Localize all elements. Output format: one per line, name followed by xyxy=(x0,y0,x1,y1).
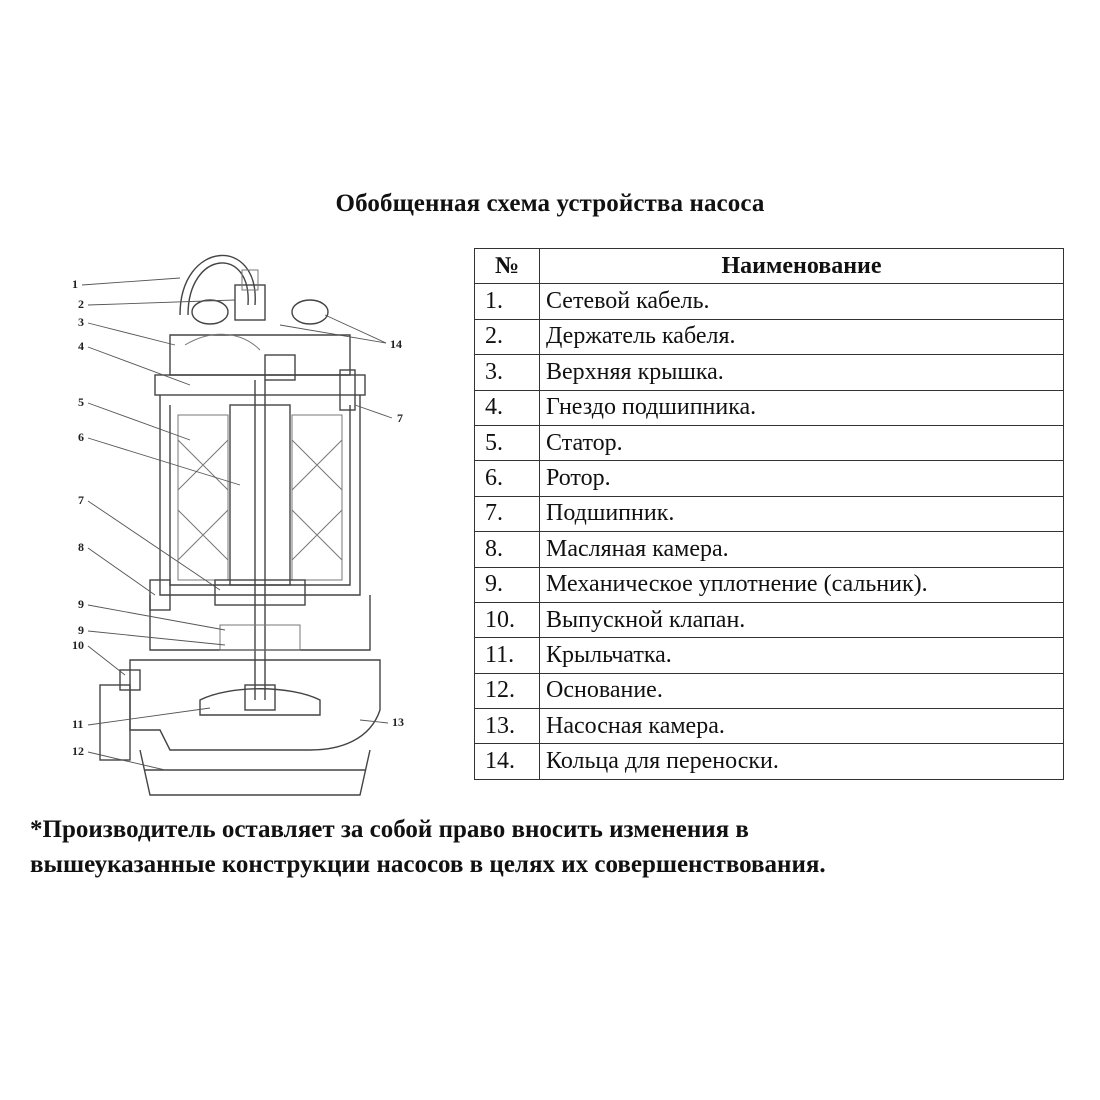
callout-14: 14 xyxy=(390,337,402,351)
lifting-ring-right xyxy=(291,299,329,325)
row-name: Подшипник. xyxy=(539,495,1064,533)
table-row: 9.Механическое уплотнение (сальник). xyxy=(474,566,1064,603)
base-shape xyxy=(139,749,371,796)
row-number: 7. xyxy=(474,495,540,533)
table-row: 5.Статор. xyxy=(474,424,1064,462)
diagram-title: Обобщенная схема устройства насоса xyxy=(335,190,765,217)
callout-7-left: 7 xyxy=(78,493,84,507)
row-name: Статор. xyxy=(539,424,1064,462)
rotor-shape xyxy=(229,404,291,586)
callout-11: 11 xyxy=(72,717,83,731)
stator-right xyxy=(291,414,343,581)
callout-7-right: 7 xyxy=(397,411,403,425)
table-row: 10.Выпускной клапан. xyxy=(474,601,1064,639)
row-number: 8. xyxy=(474,531,540,568)
row-number: 4. xyxy=(474,389,540,426)
row-name: Крыльчатка. xyxy=(539,637,1064,674)
row-name: Сетевой кабель. xyxy=(539,283,1064,320)
top-cover-shape xyxy=(169,334,351,376)
callout-2: 2 xyxy=(78,297,84,311)
motor-housing xyxy=(159,395,361,596)
header-name: Наименование xyxy=(539,247,1064,285)
callout-9-upper: 9 xyxy=(78,597,84,611)
pump-cross-section-diagram: 1 2 3 4 5 6 7 7 8 9 9 10 11 12 13 14 xyxy=(70,230,470,810)
callout-12: 12 xyxy=(72,744,84,758)
impeller-shape xyxy=(199,688,321,716)
cable-holder-shape xyxy=(234,284,266,321)
mechanical-seal-shape xyxy=(219,624,301,651)
row-name: Ротор. xyxy=(539,460,1064,497)
row-name: Выпускной клапан. xyxy=(539,601,1064,639)
row-name: Механическое уплотнение (сальник). xyxy=(539,566,1064,603)
row-number: 2. xyxy=(474,318,540,356)
table-row: 4.Гнездо подшипника. xyxy=(474,389,1064,426)
table-row: 12.Основание. xyxy=(474,672,1064,710)
row-number: 13. xyxy=(474,708,540,745)
discharge-flange xyxy=(99,684,131,761)
table-row: 2.Держатель кабеля. xyxy=(474,318,1064,356)
manufacturer-note: *Производитель оставляет за собой право … xyxy=(30,812,1080,882)
table-row: 6.Ротор. xyxy=(474,460,1064,497)
row-number: 12. xyxy=(474,672,540,710)
row-number: 1. xyxy=(474,283,540,320)
row-name: Кольца для переноски. xyxy=(539,743,1064,780)
parts-table-header: № Наименование xyxy=(474,247,1064,285)
callout-1: 1 xyxy=(72,277,78,291)
callout-8: 8 xyxy=(78,540,84,554)
callout-3: 3 xyxy=(78,315,84,329)
row-number: 9. xyxy=(474,566,540,603)
parts-table: № Наименование 1.Сетевой кабель. 2.Держа… xyxy=(474,247,1064,780)
table-row: 3.Верхняя крышка. xyxy=(474,354,1064,391)
table-row: 13.Насосная камера. xyxy=(474,708,1064,745)
table-row: 7.Подшипник. xyxy=(474,495,1064,533)
row-name: Насосная камера. xyxy=(539,708,1064,745)
table-row: 11.Крыльчатка. xyxy=(474,637,1064,674)
note-line-2: вышеуказанные конструкции насосов в целя… xyxy=(30,851,826,878)
stator-left xyxy=(177,414,229,581)
callout-5: 5 xyxy=(78,395,84,409)
pump-drawing: 1 2 3 4 5 6 7 7 8 9 9 10 11 12 13 14 xyxy=(72,254,404,796)
table-row: 14.Кольца для переноски. xyxy=(474,743,1064,780)
callout-9-lower: 9 xyxy=(78,623,84,637)
callout-10: 10 xyxy=(72,638,84,652)
pump-chamber-shape xyxy=(129,659,381,751)
table-row: 8.Масляная камера. xyxy=(474,531,1064,568)
row-number: 11. xyxy=(474,637,540,674)
row-name: Масляная камера. xyxy=(539,531,1064,568)
row-number: 6. xyxy=(474,460,540,497)
header-number: № xyxy=(474,247,540,285)
lifting-ring-left xyxy=(191,299,229,325)
table-row: 1.Сетевой кабель. xyxy=(474,283,1064,320)
callout-4: 4 xyxy=(78,339,84,353)
row-number: 3. xyxy=(474,354,540,391)
row-number: 14. xyxy=(474,743,540,780)
callout-6: 6 xyxy=(78,430,84,444)
note-line-1: *Производитель оставляет за собой право … xyxy=(30,816,749,843)
row-number: 5. xyxy=(474,424,540,462)
lower-bearing xyxy=(214,579,306,606)
row-name: Держатель кабеля. xyxy=(539,318,1064,356)
row-name: Верхняя крышка. xyxy=(539,354,1064,391)
row-number: 10. xyxy=(474,601,540,639)
callout-13: 13 xyxy=(392,715,404,729)
cable-loop xyxy=(179,254,256,316)
row-name: Основание. xyxy=(539,672,1064,710)
row-name: Гнездо подшипника. xyxy=(539,389,1064,426)
bearing-seat-flange xyxy=(154,374,366,396)
